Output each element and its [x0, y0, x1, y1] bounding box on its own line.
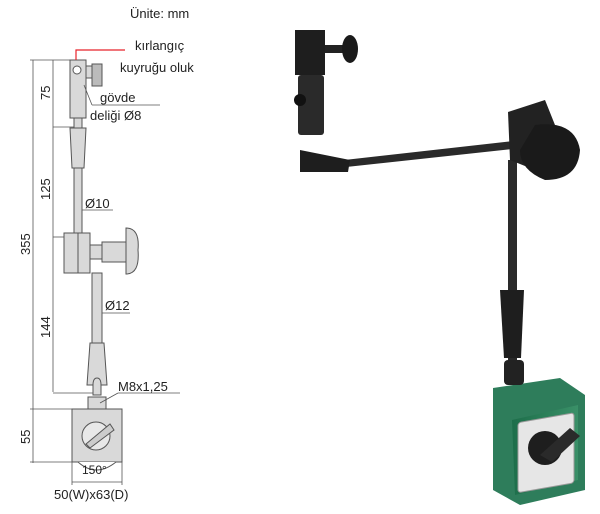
base-size-label: 50(W)x63(D): [54, 487, 128, 502]
middle-knob: [125, 227, 139, 275]
bore-label-2: deliği Ø8: [90, 108, 141, 123]
unit-label: Ünite: mm: [130, 6, 189, 21]
photo-horizontal-arm: [300, 138, 540, 172]
rod-lower-dia: Ø12: [105, 298, 130, 313]
dovetail-label-2: kuyruğu oluk: [120, 60, 194, 75]
dovetail-leader: [75, 49, 125, 60]
dimension-lines: [30, 59, 180, 485]
dim-total: 355: [18, 233, 33, 255]
photo-vertical-rod: [508, 160, 517, 360]
top-knob: [91, 63, 103, 87]
dovetail-label-1: kırlangıç: [135, 38, 185, 53]
stand-outline: [63, 59, 139, 471]
dim-mid: 125: [38, 178, 53, 200]
photo-top-clamp: [295, 30, 325, 75]
thread-label: M8x1,25: [118, 379, 168, 394]
lower-grip: [86, 342, 108, 386]
dim-base: 55: [18, 430, 33, 444]
upper-grip: [69, 127, 87, 169]
angle-label: 150°: [82, 463, 107, 477]
middle-clamp: [63, 232, 91, 274]
dim-lower: 144: [38, 316, 53, 338]
rod-upper: [73, 167, 83, 234]
dim-top: 75: [38, 86, 53, 100]
rod-upper-dia: Ø10: [85, 196, 110, 211]
bore-label-1: gövde: [100, 90, 135, 105]
photo-center-knob: [520, 124, 580, 180]
product-photo: [294, 30, 585, 505]
rod-lower: [91, 272, 103, 344]
